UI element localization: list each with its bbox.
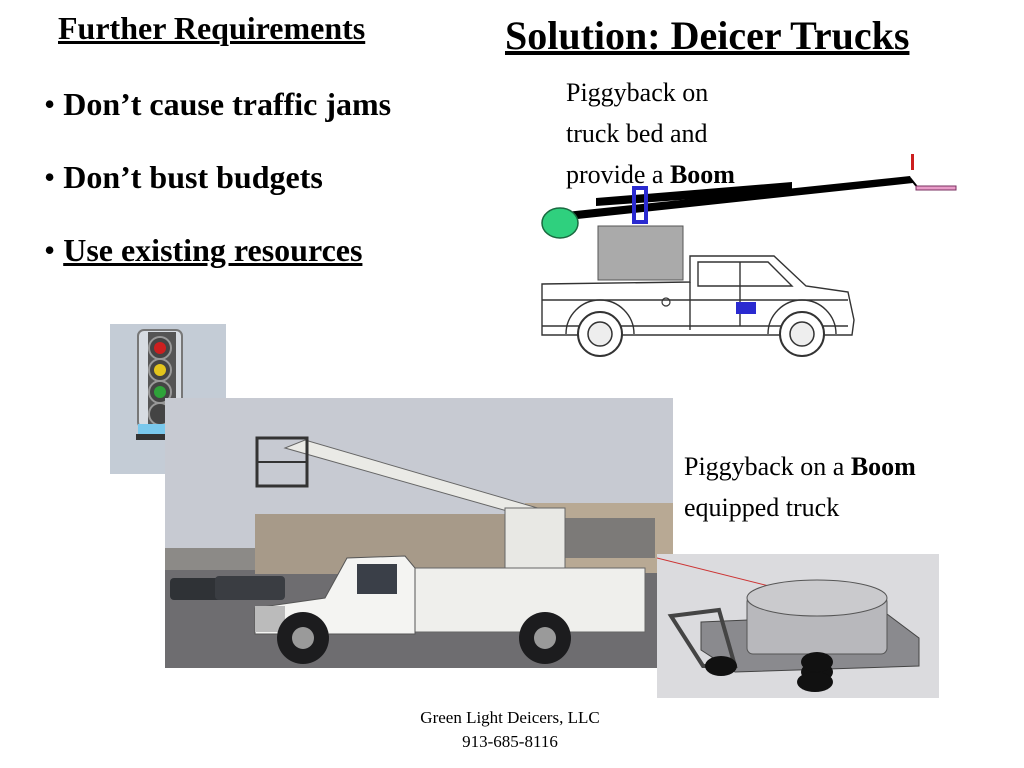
caption-line: equipped truck: [684, 493, 840, 522]
deicer-device-image: [657, 554, 939, 698]
footer-company: Green Light Deicers, LLC: [420, 708, 600, 727]
bullet-marker: •: [44, 86, 56, 122]
list-item: •Use existing resources: [44, 232, 391, 305]
boom-end-pink: [915, 185, 957, 191]
bullet-text: Use existing resources: [63, 232, 363, 268]
caption-bold: Boom: [669, 160, 735, 189]
red-marker: [911, 154, 914, 170]
caption-text: provide a: [566, 160, 670, 189]
list-item: •Don’t bust budgets: [44, 159, 391, 232]
blue-mount: [632, 186, 648, 224]
green-light-icon: [154, 386, 166, 398]
caption-bottom: Piggyback on a Boom equipped truck: [684, 446, 1014, 528]
pickup-truck-drawing: [541, 154, 957, 357]
caption-line: Piggyback on: [566, 78, 709, 107]
cargo-box: [597, 225, 684, 281]
bullet-text: Don’t bust budgets: [63, 159, 323, 195]
footer: Green Light Deicers, LLC 913-685-8116: [330, 706, 690, 754]
bullet-marker: •: [44, 159, 56, 195]
caption-top: Piggyback on truck bed and provide a Boo…: [566, 72, 806, 195]
caption-text: Piggyback on a: [684, 452, 851, 481]
list-item: •Don’t cause traffic jams: [44, 86, 391, 159]
yellow-light-icon: [154, 364, 166, 376]
caption-line: Piggyback on a Boom: [684, 446, 1014, 487]
green-ball: [541, 207, 579, 239]
bullet-text: Don’t cause traffic jams: [63, 86, 392, 122]
footer-phone: 913-685-8116: [462, 732, 558, 751]
red-light-icon: [154, 342, 166, 354]
right-heading: Solution: Deicer Trucks: [505, 13, 910, 58]
bucket-truck-photo: [165, 398, 673, 668]
requirements-list: •Don’t cause traffic jams •Don’t bust bu…: [44, 86, 391, 305]
caption-line: truck bed and: [566, 119, 708, 148]
caption-bold: Boom: [850, 452, 916, 481]
caption-line: provide a Boom: [566, 154, 806, 195]
boom-arm: [566, 176, 913, 220]
bullet-marker: •: [44, 232, 56, 268]
door-decal: [736, 302, 756, 314]
left-heading: Further Requirements: [58, 10, 366, 46]
